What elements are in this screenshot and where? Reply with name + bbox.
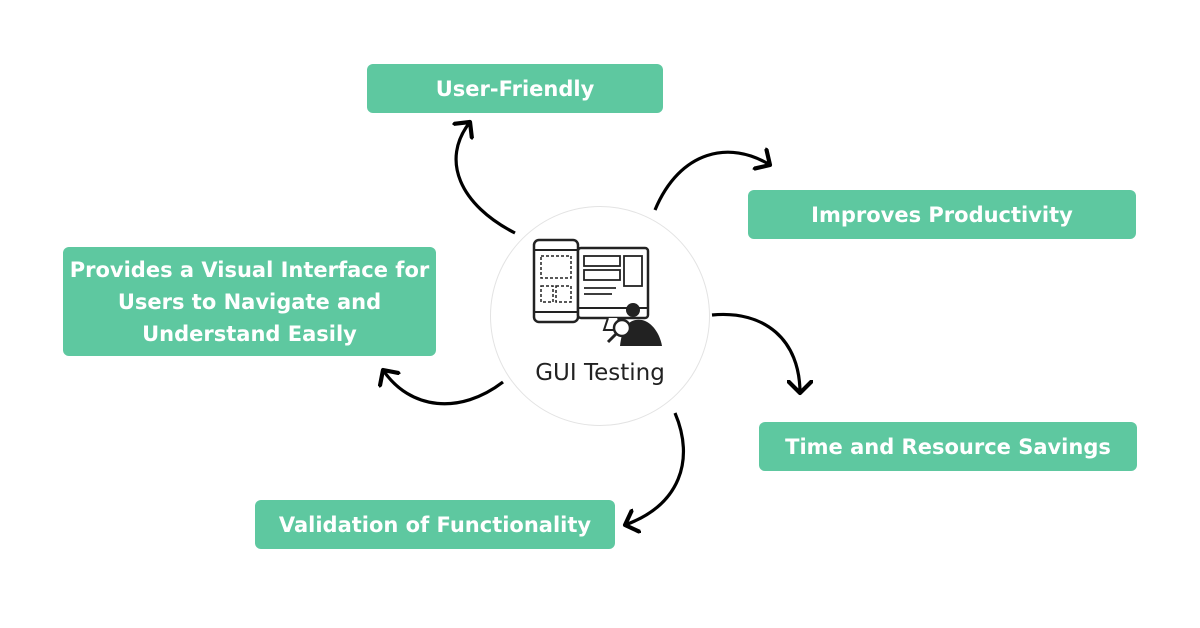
arrow-to-time-resource-savings — [711, 312, 800, 393]
user-friendly-label: User-Friendly — [435, 76, 595, 101]
time-resource-savings-box: Time and Resource Savings — [759, 422, 1137, 471]
arrow-to-validation-functionality — [625, 412, 685, 525]
improves-productivity-box: Improves Productivity — [748, 190, 1136, 239]
visual-interface-box: Provides a Visual Interface for Users to… — [63, 247, 436, 356]
arrow-to-improves-productivity — [653, 152, 770, 211]
arrow-to-user-friendly — [456, 122, 516, 235]
arrow-to-visual-interface — [383, 370, 504, 406]
validation-functionality-label: Validation of Functionality — [278, 512, 592, 537]
validation-functionality-box: Validation of Functionality — [255, 500, 615, 549]
user-friendly-box: User-Friendly — [367, 64, 663, 113]
gui-testing-icon — [532, 238, 662, 346]
improves-productivity-label: Improves Productivity — [811, 202, 1073, 227]
visual-interface-label: Provides a Visual Interface for Users to… — [69, 257, 430, 346]
center-label: GUI Testing — [535, 360, 665, 386]
time-resource-savings-label: Time and Resource Savings — [785, 434, 1111, 459]
